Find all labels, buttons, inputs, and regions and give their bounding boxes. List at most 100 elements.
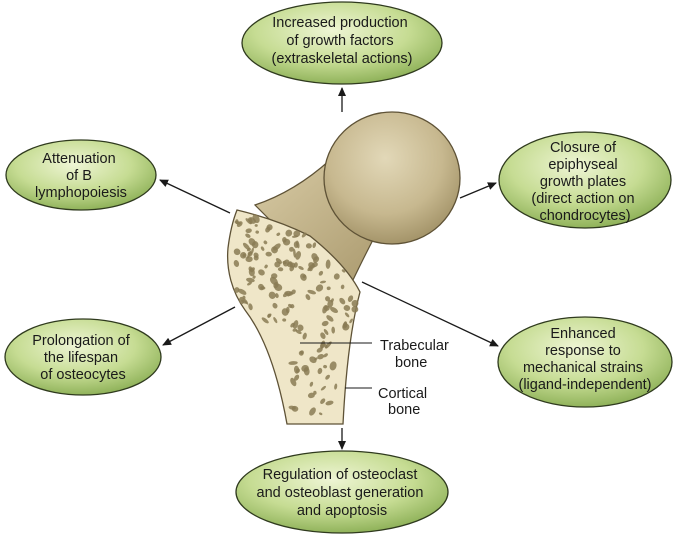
arrow-upper-right <box>459 182 497 199</box>
trabecular-pore <box>323 353 328 358</box>
trabecular-pore <box>330 306 338 314</box>
trabecular-pore <box>291 289 296 295</box>
effect-text-bottom: Regulation of osteoclast and osteoblast … <box>257 467 428 519</box>
femur-illustration <box>226 111 461 425</box>
trabecular-pore <box>272 243 281 251</box>
trabecular-pore <box>271 273 278 279</box>
trabecular-pore <box>282 292 289 298</box>
trabecular-pore <box>334 383 338 390</box>
trabecular-pore <box>248 303 253 311</box>
trabecular-pore <box>318 270 324 276</box>
trabecular-pore <box>316 347 323 353</box>
trabecular-pore <box>233 260 240 267</box>
trabecular-pore <box>307 289 317 295</box>
trabecular-pore <box>260 246 265 251</box>
trabecular-pore <box>277 267 284 272</box>
trabecular-pore <box>269 276 278 285</box>
trabecular-pore <box>298 266 304 270</box>
trabecular-pore <box>340 284 345 290</box>
trabecular-pore <box>326 286 331 291</box>
trabecular-pore <box>237 288 247 295</box>
trabecular-pore <box>246 247 251 252</box>
trabecular-pore <box>267 313 271 318</box>
trabecular-pore <box>320 398 326 404</box>
arrow-upper-left <box>159 179 231 214</box>
trabecular-pore <box>250 267 255 273</box>
trabecular-pore <box>307 392 315 399</box>
trabecular-pore <box>246 277 255 283</box>
trabecular-pore <box>317 367 323 375</box>
trabecular-pores <box>233 214 359 416</box>
arrow-lower-right <box>361 281 499 347</box>
trabecular-pore <box>233 248 241 256</box>
trabecular-pore <box>313 390 317 395</box>
trabecular-pore <box>263 240 268 245</box>
trabecular-pore <box>325 296 331 302</box>
trabecular-pore <box>351 299 359 307</box>
trabecular-pore <box>325 259 331 269</box>
trabecular-pore <box>251 241 259 249</box>
trabecular-label: Trabecular bone <box>380 338 453 371</box>
trabecular-pore <box>234 287 240 293</box>
trabecular-pore <box>349 318 353 324</box>
trabecular-pore <box>343 305 351 311</box>
trabecular-pore <box>282 318 287 322</box>
trabecular-pore <box>305 243 312 249</box>
trabecular-pore <box>265 251 272 257</box>
effect-text-upper-left: Attenuation of B lymphopoiesis <box>35 151 127 201</box>
trabecular-pore <box>320 332 326 340</box>
trabecular-pore <box>323 329 329 335</box>
trabecular-pore <box>242 295 246 300</box>
trabecular-pore <box>318 412 323 416</box>
trabecular-pore <box>240 252 247 259</box>
trabecular-pore <box>290 304 295 309</box>
trabecular-pore <box>254 224 258 227</box>
trabecular-pore <box>308 262 315 269</box>
effect-oval-upper-left: Attenuation of B lymphopoiesis <box>5 139 157 211</box>
trabecular-pore <box>292 320 299 329</box>
trabecular-pore <box>274 261 281 268</box>
trabecular-pore <box>320 385 326 391</box>
trabecular-pore <box>302 332 307 340</box>
trabecular-pore <box>290 322 295 328</box>
effect-oval-bottom: Regulation of osteoclast and osteoblast … <box>235 450 449 534</box>
trabecular-pore <box>288 405 296 410</box>
trabecular-pore <box>339 297 346 305</box>
arrow-lower-left <box>162 306 236 346</box>
trabecular-pore <box>260 286 266 290</box>
trabecular-pore <box>295 329 302 335</box>
trabecular-pore <box>323 364 328 369</box>
trabecular-pore <box>329 361 337 371</box>
effect-oval-lower-right: Enhanced response to mechanical strains … <box>497 316 673 408</box>
effect-text-top: Increased production of growth factors (… <box>271 15 412 67</box>
trabecular-pore <box>294 374 300 381</box>
effect-text-upper-right: Closure of epiphyseal growth plates (dir… <box>531 140 638 224</box>
trabecular-pore <box>351 305 359 313</box>
trabecular-pore <box>325 374 330 380</box>
trabecular-pore <box>313 256 320 263</box>
trabecular-pore <box>275 293 279 299</box>
trabecular-pore <box>327 299 334 308</box>
trabecular-pore <box>309 407 316 416</box>
trabecular-pore <box>261 317 269 324</box>
trabecular-pore <box>258 269 265 276</box>
trabecular-pore <box>247 281 252 286</box>
femoral-head <box>323 111 461 245</box>
trabecular-pore <box>288 361 298 365</box>
trabecular-pore <box>333 273 340 280</box>
trabecular-pore <box>301 232 307 238</box>
trabecular-pore <box>290 377 297 387</box>
trabecular-pore <box>245 228 252 234</box>
effect-text-lower-right: Enhanced response to mechanical strains … <box>518 326 651 393</box>
trabecular-pore <box>309 356 317 364</box>
effect-arrows <box>159 87 499 450</box>
trabecular-pore <box>341 269 346 273</box>
trabecular-pore <box>296 240 300 249</box>
trabecular-pore <box>303 367 310 376</box>
trabecular-pore <box>268 291 276 299</box>
trabecular-pore <box>342 322 348 329</box>
trabecular-pore <box>315 284 324 292</box>
trabecular-pore <box>285 229 293 237</box>
trabecular-pore <box>255 230 259 234</box>
